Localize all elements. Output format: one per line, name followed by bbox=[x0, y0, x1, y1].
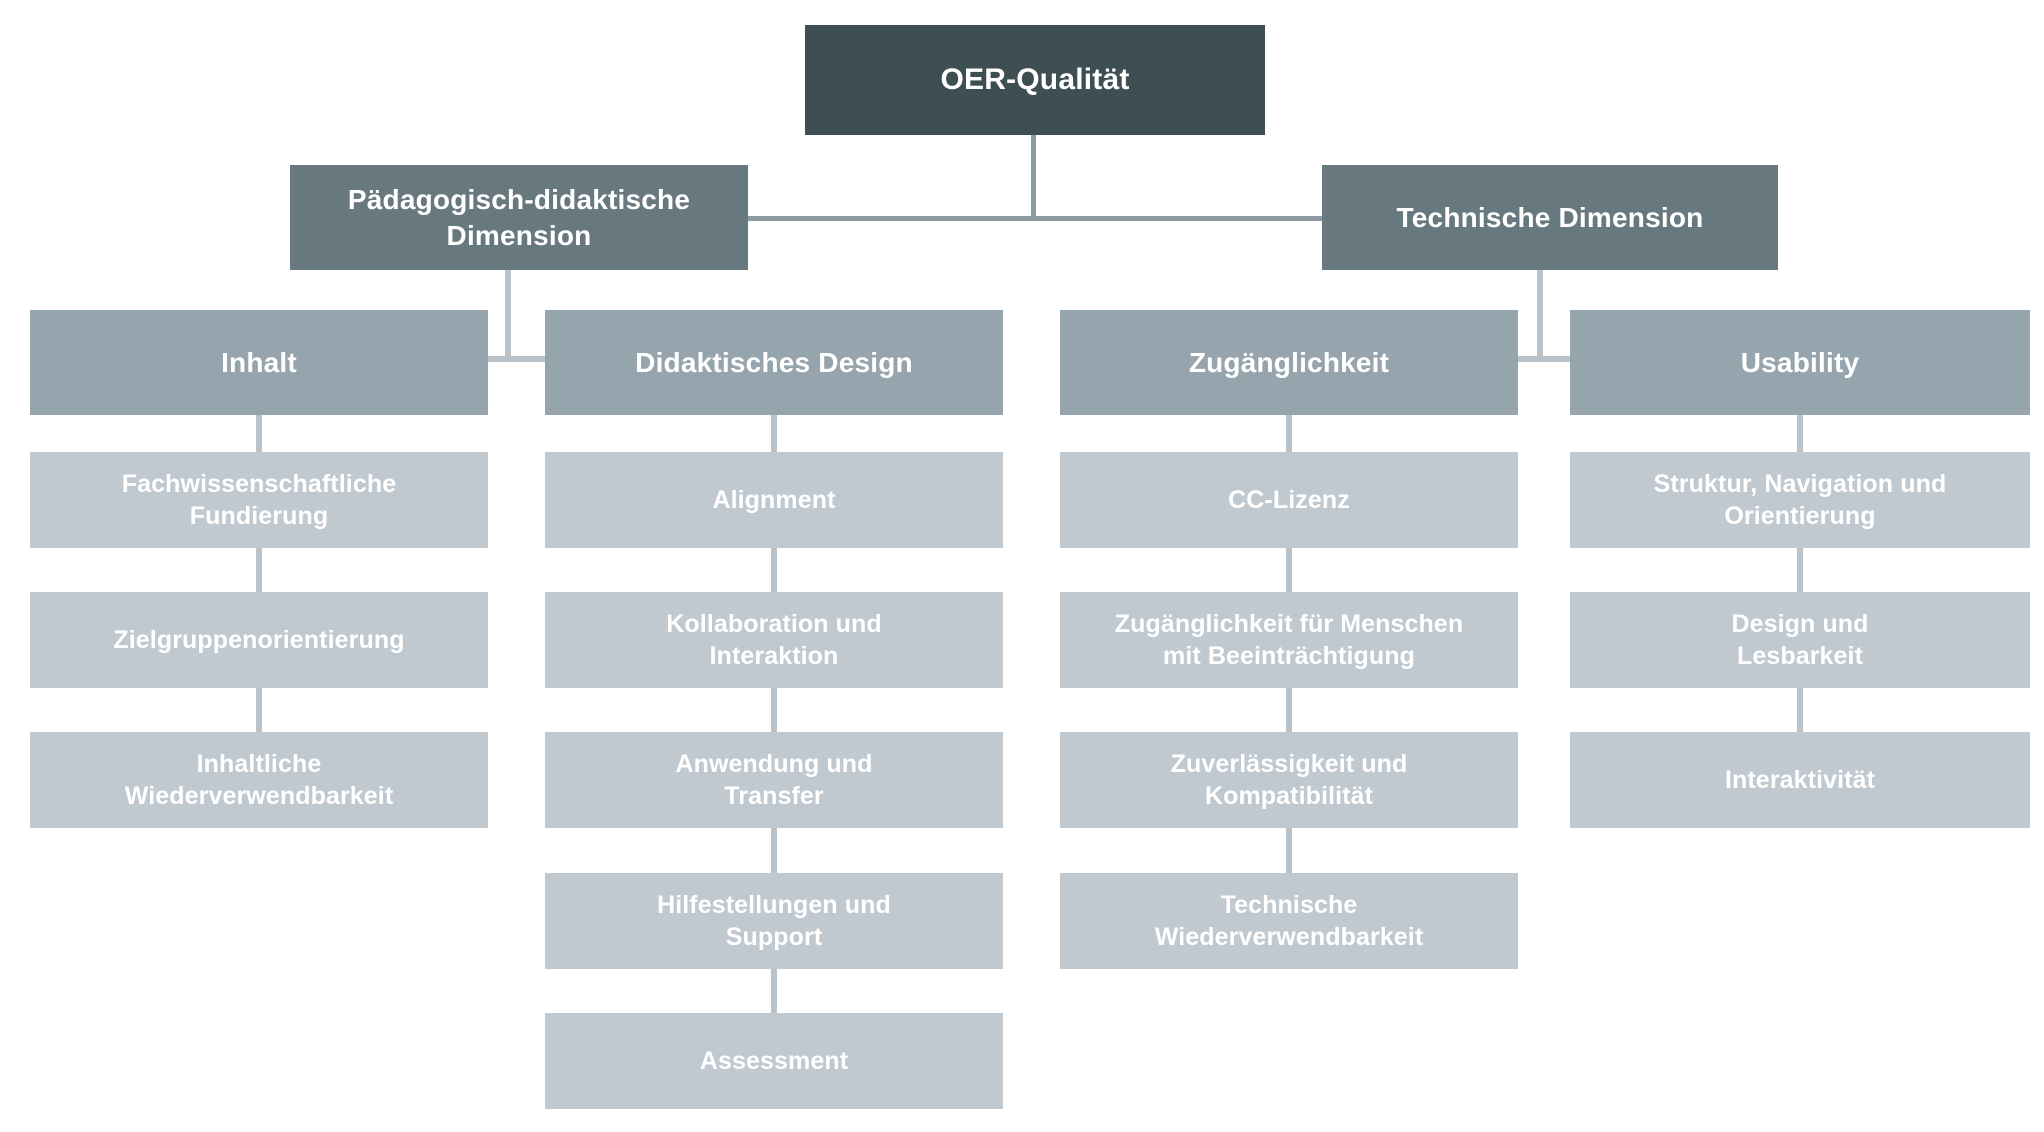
node-category-inhalt[interactable]: Inhalt bbox=[30, 310, 488, 415]
node-category-didaktisches-design[interactable]: Didaktisches Design bbox=[545, 310, 1003, 415]
node-criterion-design-und-lesbarkeit[interactable]: Design und Lesbarkeit bbox=[1570, 592, 2030, 688]
node-criterion-kollaboration-und-interaktion[interactable]: Kollaboration und Interaktion bbox=[545, 592, 1003, 688]
node-criterion-anwendung-und-transfer[interactable]: Anwendung und Transfer bbox=[545, 732, 1003, 828]
node-criterion-zuverlaessigkeit-und-kompatibilitaet[interactable]: Zuverlässigkeit und Kompatibilität bbox=[1060, 732, 1518, 828]
node-criterion-alignment[interactable]: Alignment bbox=[545, 452, 1003, 548]
node-criterion-inhaltliche-wiederverwendbarkeit[interactable]: Inhaltliche Wiederverwendbarkeit bbox=[30, 732, 488, 828]
node-criterion-zielgruppenorientierung[interactable]: Zielgruppenorientierung bbox=[30, 592, 488, 688]
connector-spine-didaktisches-design bbox=[771, 415, 777, 1030]
node-category-usability[interactable]: Usability bbox=[1570, 310, 2030, 415]
connector-paedagogisch-stem bbox=[505, 270, 511, 362]
node-root-oer-qualitaet[interactable]: OER-Qualität bbox=[805, 25, 1265, 135]
node-criterion-struktur-navigation-und-orientierung[interactable]: Struktur, Navigation und Orientierung bbox=[1570, 452, 2030, 548]
node-category-zugaenglichkeit[interactable]: Zugänglichkeit bbox=[1060, 310, 1518, 415]
node-criterion-interaktivitaet[interactable]: Interaktivität bbox=[1570, 732, 2030, 828]
node-dimension-paedagogisch-didaktische[interactable]: Pädagogisch-didaktische Dimension bbox=[290, 165, 748, 270]
connector-category-bus-right bbox=[1488, 356, 1598, 362]
connector-category-bus-left bbox=[456, 356, 566, 362]
connector-root-stem bbox=[1031, 135, 1036, 221]
connector-technische-stem bbox=[1537, 270, 1543, 362]
node-criterion-technische-wiederverwendbarkeit[interactable]: Technische Wiederverwendbarkeit bbox=[1060, 873, 1518, 969]
node-criterion-assessment[interactable]: Assessment bbox=[545, 1013, 1003, 1109]
node-criterion-hilfestellungen-und-support[interactable]: Hilfestellungen und Support bbox=[545, 873, 1003, 969]
node-criterion-fachwissenschaftliche-fundierung[interactable]: Fachwissenschaftliche Fundierung bbox=[30, 452, 488, 548]
node-criterion-zugaenglichkeit-fuer-menschen-mit-beeintraechtigung[interactable]: Zugänglichkeit für Menschen mit Beeinträ… bbox=[1060, 592, 1518, 688]
node-criterion-cc-lizenz[interactable]: CC-Lizenz bbox=[1060, 452, 1518, 548]
connector-dimension-bus bbox=[748, 216, 1323, 221]
node-dimension-technische[interactable]: Technische Dimension bbox=[1322, 165, 1778, 270]
